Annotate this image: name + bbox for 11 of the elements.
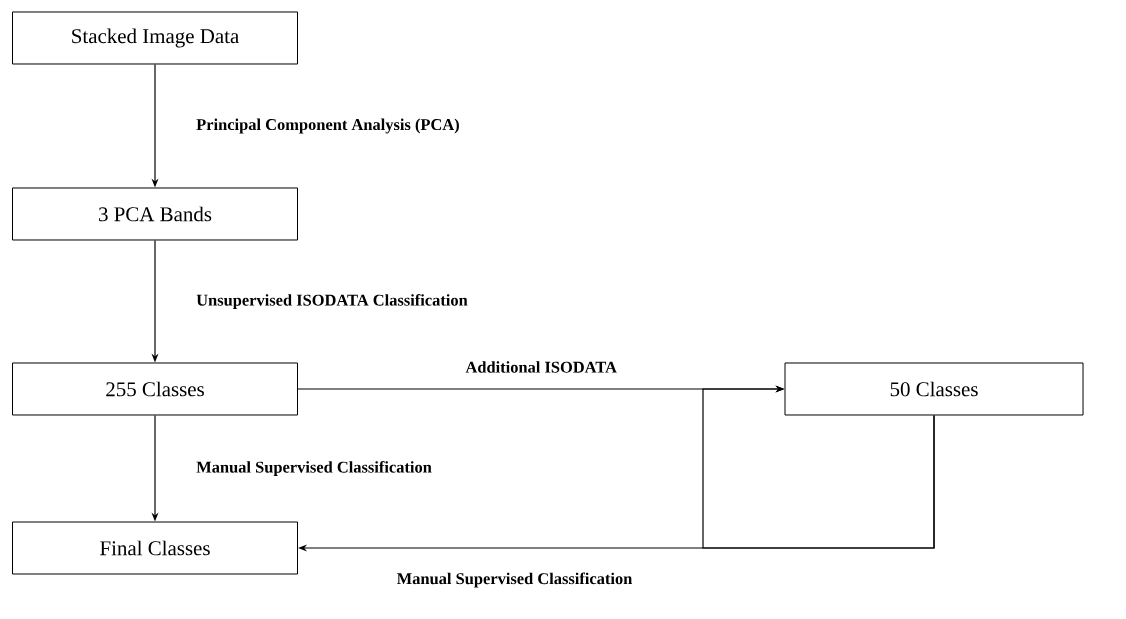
- arrow: [702, 385, 935, 549]
- edge-label: Manual Supervised Classification: [195, 459, 433, 478]
- edge-label: Additional ISODATA: [464, 360, 618, 374]
- edge-label: Manual Supervised Classification: [395, 571, 634, 589]
- process-box: Stacked Image Data: [12, 11, 298, 65]
- edge-label: Principal Component Analysis (PCA): [195, 117, 461, 135]
- process-box: 255 Classes: [12, 362, 298, 416]
- process-box: Final Classes: [12, 521, 298, 575]
- edge-label: Unsupervised ISODATA Classification: [195, 292, 469, 311]
- process-box: 3 PCA Bands: [12, 187, 298, 241]
- process-box: 50 Classes: [784, 362, 1084, 416]
